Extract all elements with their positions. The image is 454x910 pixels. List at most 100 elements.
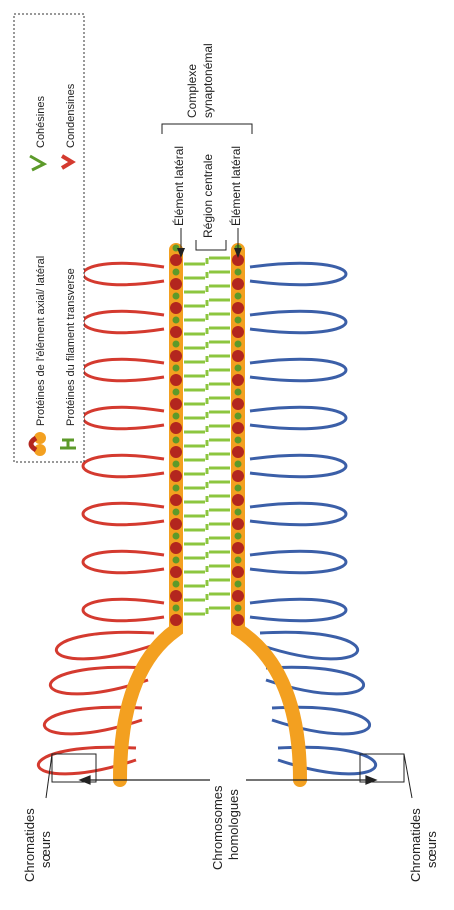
svg-text:Région centrale: Région centrale xyxy=(201,154,215,238)
svg-text:Élément latéral: Élément latéral xyxy=(171,146,186,226)
cohesin xyxy=(173,365,180,372)
axial-protein xyxy=(170,542,182,554)
transverse-filament xyxy=(184,594,230,600)
cohesin xyxy=(235,293,242,300)
cohesin xyxy=(173,437,180,444)
axial-protein xyxy=(170,446,182,458)
transverse-filament xyxy=(184,426,230,432)
cohesin xyxy=(173,581,180,588)
cohesin xyxy=(173,485,180,492)
chromatides-bottom-line1: Chromatides xyxy=(22,808,37,882)
transverse-filament xyxy=(184,384,230,390)
axial-protein xyxy=(170,590,182,602)
blue-loop xyxy=(250,503,346,524)
complexe-label: Complexe synaptonémal xyxy=(185,43,215,118)
red-loop xyxy=(83,455,164,476)
transverse-filament xyxy=(184,552,230,558)
cohesin xyxy=(235,317,242,324)
chromosomes-line1: Chromosomes xyxy=(210,785,225,870)
axial-protein xyxy=(170,518,182,530)
axial-protein xyxy=(170,398,182,410)
axial-protein xyxy=(232,542,244,554)
chromatides-top-line1: Chromatides xyxy=(408,808,423,882)
cohesin xyxy=(235,437,242,444)
cohesin xyxy=(235,485,242,492)
blue-loop xyxy=(260,632,358,659)
axial-protein xyxy=(232,518,244,530)
cohesin xyxy=(235,605,242,612)
axial-protein xyxy=(232,566,244,578)
cohesin xyxy=(173,461,180,468)
transverse-filament xyxy=(184,272,230,278)
axial-protein xyxy=(232,494,244,506)
label-chromosomes: Chromosomes homologues xyxy=(210,785,241,870)
transverse-filament xyxy=(184,398,230,404)
chromatides-top-line2: sœurs xyxy=(424,831,439,868)
transverse-filament xyxy=(184,286,230,292)
red-loop xyxy=(83,359,164,380)
cohesin xyxy=(173,533,180,540)
transverse-filament xyxy=(184,524,230,530)
blue-loop xyxy=(250,407,346,428)
cohesin xyxy=(173,269,180,276)
transverse-filament xyxy=(184,496,230,502)
cohesin xyxy=(235,269,242,276)
transverse-filament xyxy=(184,580,230,586)
cohesin xyxy=(235,413,242,420)
cohesin xyxy=(235,341,242,348)
axial-protein xyxy=(170,422,182,434)
axial-protein xyxy=(232,470,244,482)
svg-text:Élément latéral: Élément latéral xyxy=(228,146,243,226)
transverse-filament xyxy=(184,314,230,320)
cohesin xyxy=(235,365,242,372)
axial-protein xyxy=(170,302,182,314)
transverse-filament xyxy=(184,566,230,572)
red-loop xyxy=(83,263,164,284)
element-lateral-bottom-label: Élément latéral xyxy=(228,146,243,258)
blue-chromatin-loops xyxy=(250,263,376,774)
blue-loop xyxy=(250,263,346,284)
axial-protein xyxy=(232,446,244,458)
transverse-filament xyxy=(184,440,230,446)
element-lateral-top-label: Élément latéral xyxy=(171,146,186,258)
axial-protein xyxy=(170,350,182,362)
transverse-filament xyxy=(184,300,230,306)
svg-text:Protéines de l'élément axial/: Protéines de l'élément axial/ latéral xyxy=(35,256,47,426)
red-loop xyxy=(83,599,164,620)
axial-protein xyxy=(170,494,182,506)
transverse-filament xyxy=(184,482,230,488)
cohesin xyxy=(235,509,242,516)
axial-protein xyxy=(170,470,182,482)
svg-text:Complexe: Complexe xyxy=(185,64,199,118)
red-loop xyxy=(83,311,164,332)
axial-protein xyxy=(232,326,244,338)
axial-protein xyxy=(232,350,244,362)
blue-loop xyxy=(250,311,346,332)
svg-text:Condensines: Condensines xyxy=(65,83,77,148)
cohesin xyxy=(173,557,180,564)
axial-protein xyxy=(170,614,182,626)
axial-protein xyxy=(232,614,244,626)
axial-protein xyxy=(170,278,182,290)
chromosome-axes xyxy=(120,245,300,781)
red-loop xyxy=(83,503,164,524)
red-loop xyxy=(83,551,164,572)
cohesin xyxy=(235,581,242,588)
axial-protein xyxy=(232,374,244,386)
lateral-element-blue xyxy=(238,250,300,780)
transverse-filament xyxy=(184,328,230,334)
svg-text:Protéines du filament transver: Protéines du filament transverse xyxy=(65,268,77,426)
transverse-filament xyxy=(184,608,230,614)
legend: Protéines de l'élément axial/ latéral Co… xyxy=(14,14,84,462)
red-loop xyxy=(56,632,154,659)
transverse-filament xyxy=(184,370,230,376)
axial-protein xyxy=(170,566,182,578)
cohesin xyxy=(235,389,242,396)
label-chromatides-bottom: Chromatides sœurs xyxy=(22,808,53,882)
blue-loop xyxy=(250,455,346,476)
blue-loop xyxy=(250,359,346,380)
cohesin xyxy=(173,605,180,612)
cohesin xyxy=(235,557,242,564)
chromatides-bottom-line2: sœurs xyxy=(38,831,53,868)
